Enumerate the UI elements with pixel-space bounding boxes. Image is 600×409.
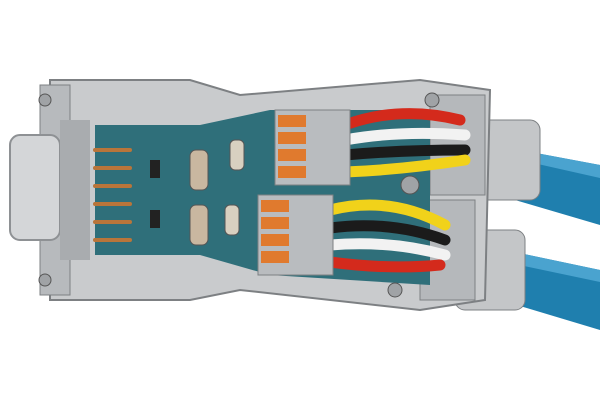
terminal-block-top (274, 109, 351, 186)
pcb-components (93, 139, 245, 246)
terminal-block-bottom (257, 194, 334, 276)
screws (38, 92, 440, 298)
wires (324, 108, 471, 273)
